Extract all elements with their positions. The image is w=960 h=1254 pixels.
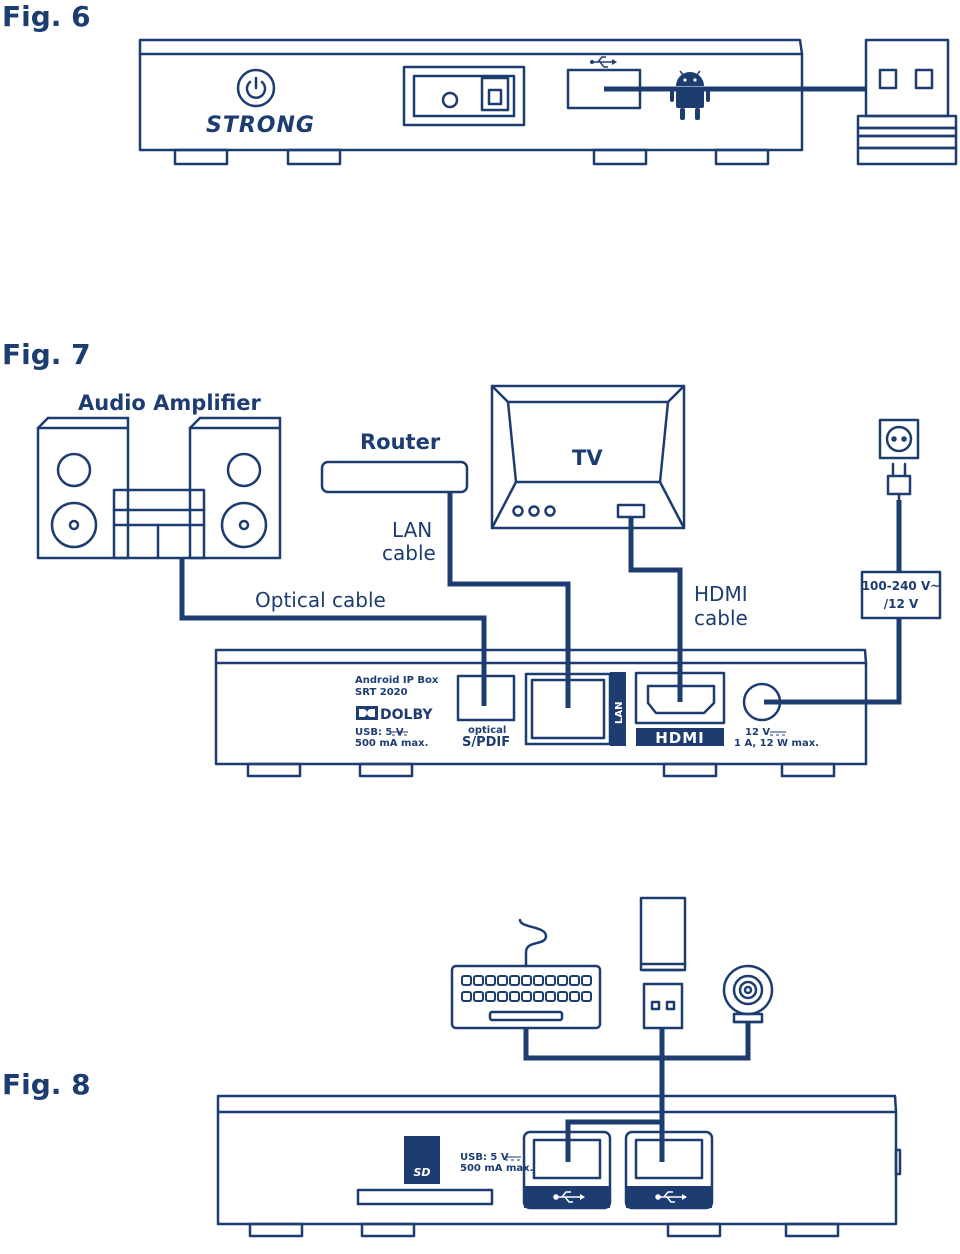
fig8-hub-line bbox=[523, 1022, 751, 1061]
usb-spec-label-2: 500 mA max. bbox=[355, 738, 428, 749]
lan-cable-line bbox=[447, 492, 571, 708]
router-label: Router bbox=[360, 430, 441, 454]
audio-amplifier-label: Audio Amplifier bbox=[78, 391, 262, 415]
fig6-power-button bbox=[236, 68, 276, 108]
wall-socket bbox=[878, 418, 920, 460]
fig6-usb-icon bbox=[590, 56, 617, 68]
fig6-card-slot bbox=[402, 65, 526, 127]
fig8-title: Fig. 8 bbox=[2, 1068, 91, 1101]
fig8-usb-spec-2: 500 mA max. bbox=[460, 1163, 533, 1174]
optical-port-label-1: optical bbox=[468, 725, 506, 736]
android-icon bbox=[670, 70, 710, 120]
amplifier-left-speaker bbox=[36, 416, 130, 560]
router-device bbox=[320, 460, 469, 494]
dc-cable-line bbox=[764, 618, 902, 705]
sd-card-icon bbox=[404, 1136, 440, 1184]
model-label-2: SRT 2020 bbox=[355, 687, 408, 698]
tv-device bbox=[490, 384, 686, 530]
optical-cable-line bbox=[179, 558, 487, 706]
fig8-usb-spec-1: USB: 5 V bbox=[460, 1152, 509, 1163]
dc-symbols bbox=[392, 731, 786, 1161]
usb-stick bbox=[639, 896, 687, 1030]
lan-cable-label-2: cable bbox=[382, 541, 436, 565]
keyboard-keys bbox=[461, 975, 592, 1002]
fig8-box bbox=[216, 1094, 902, 1238]
psu-label-1: 100-240 V~ bbox=[862, 579, 941, 593]
brand-logo: STRONG bbox=[206, 113, 315, 138]
fig8-usb-icon-1 bbox=[553, 1191, 585, 1203]
keyboard bbox=[450, 918, 602, 1030]
dolby-label: DOLBY bbox=[380, 707, 433, 723]
fig7-title: Fig. 7 bbox=[2, 338, 91, 371]
webcam bbox=[722, 964, 774, 1024]
hdmi-cable-line bbox=[628, 517, 683, 702]
hdmi-cable-label-2: cable bbox=[694, 606, 748, 630]
amplifier-unit bbox=[112, 488, 206, 560]
lan-label-tab bbox=[610, 672, 626, 746]
optical-port-label-2: S/PDIF bbox=[462, 735, 510, 750]
hdmi-logo-bar bbox=[636, 728, 724, 746]
power-spec-label-1: 12 V bbox=[745, 727, 770, 738]
power-spec-label-2: 1 A, 12 W max. bbox=[734, 738, 819, 749]
hdmi-cable-label-1: HDMI bbox=[694, 582, 748, 606]
fig6-box bbox=[138, 38, 804, 166]
fig6-title: Fig. 6 bbox=[2, 0, 91, 33]
fig6-usb-dongle bbox=[856, 38, 958, 166]
fig8-usb-icon-2 bbox=[655, 1191, 687, 1203]
tv-label: TV bbox=[572, 446, 603, 470]
lan-port-label: LAN bbox=[614, 702, 625, 724]
usb-spec-label-1: USB: 5 V bbox=[355, 727, 404, 738]
hdmi-logo-label: HDMI bbox=[655, 729, 705, 747]
amplifier-right-speaker bbox=[188, 416, 282, 560]
fig7-box bbox=[214, 648, 868, 778]
sd-card-slot bbox=[356, 1188, 494, 1206]
optical-cable-label: Optical cable bbox=[255, 588, 386, 612]
lan-cable-label-1: LAN bbox=[392, 518, 432, 542]
psu-label-2: /12 V bbox=[884, 597, 919, 611]
sd-label: SD bbox=[413, 1166, 430, 1179]
model-label-1: Android IP Box bbox=[355, 675, 439, 686]
fig8-usb-connection-1 bbox=[565, 1028, 665, 1162]
power-plug bbox=[886, 462, 912, 502]
